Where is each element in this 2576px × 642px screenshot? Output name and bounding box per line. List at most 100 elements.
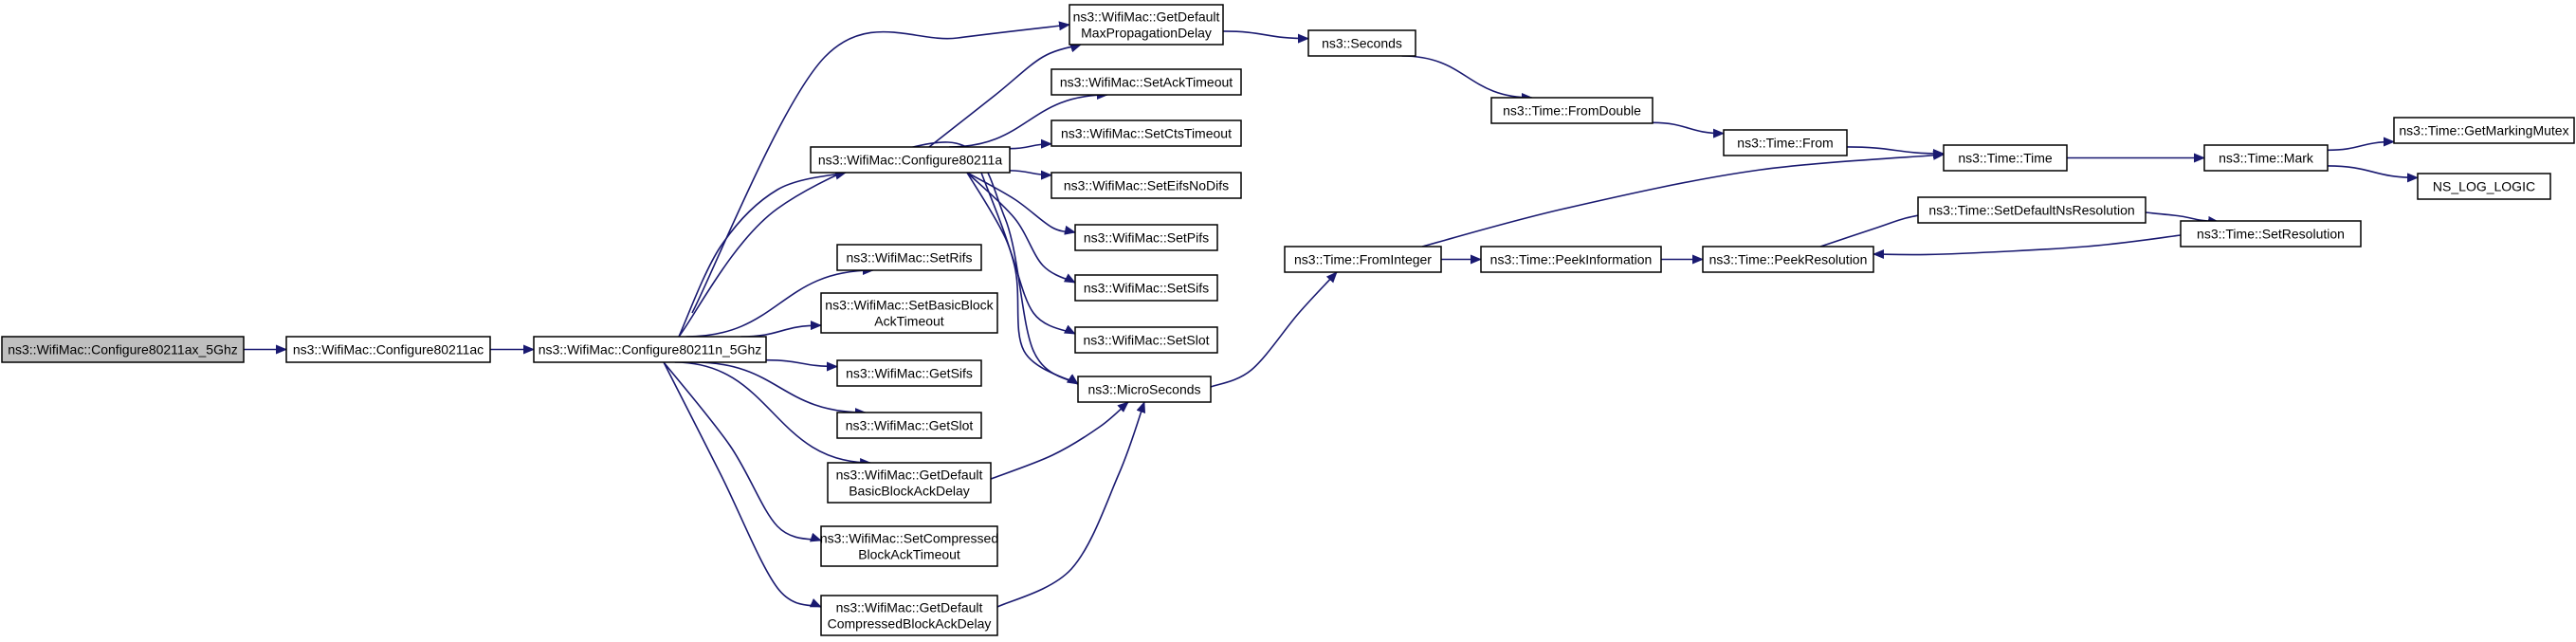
node-label: ns3::WifiMac::Configure80211ac [293, 342, 484, 358]
edge-getdefaultmaxpropagationdelay-to-seconds [1222, 30, 1309, 44]
node-label: ns3::WifiMac::GetDefault [836, 600, 983, 615]
edge-peekresolution-to-setdefaultnsresolution [1819, 210, 1935, 248]
node-label: ns3::Time::FromDouble [1503, 103, 1641, 119]
node-setctstimeout[interactable]: ns3::WifiMac::SetCtsTimeout [1050, 119, 1242, 147]
node-label: BlockAckTimeout [858, 547, 960, 562]
node-getdefaultmaxpropagationdelay[interactable]: ns3::WifiMac::GetDefaultMaxPropagationDe… [1069, 4, 1224, 46]
node-label: ns3::WifiMac::GetDefault [836, 468, 983, 483]
node-setcompressedblockacktimeout[interactable]: ns3::WifiMac::SetCompressedBlockAckTimeo… [820, 525, 998, 567]
node-from[interactable]: ns3::Time::From [1723, 129, 1848, 156]
node-box [1943, 144, 2068, 172]
node-getslot[interactable]: ns3::WifiMac::GetSlot [836, 412, 982, 439]
node-label: NS_LOG_LOGIC [2433, 179, 2535, 194]
node-getdefaultcompressedblockackdelay[interactable]: ns3::WifiMac::GetDefaultCompressedBlockA… [820, 595, 998, 636]
node-label: ns3::Time::SetResolution [2197, 227, 2345, 242]
edge-configure80211a-to-setctstimeout [1009, 138, 1052, 150]
node-ns_log_logic[interactable]: NS_LOG_LOGIC [2417, 173, 2551, 200]
node-box [2417, 173, 2551, 200]
node-label: ns3::WifiMac::SetBasicBlock [825, 298, 994, 313]
node-label: ns3::WifiMac::Configure80211a [818, 153, 1002, 168]
node-label: ns3::WifiMac::GetSifs [846, 366, 973, 381]
node-setsifs[interactable]: ns3::WifiMac::SetSifs [1074, 274, 1218, 302]
node-frominteger[interactable]: ns3::Time::FromInteger [1284, 246, 1442, 273]
node-box [285, 336, 491, 363]
edge-configure80211n_5ghz-to-setrifs [685, 266, 874, 338]
node-setslot[interactable]: ns3::WifiMac::SetSlot [1074, 326, 1218, 354]
node-getdefaultbasicblockackdelay[interactable]: ns3::WifiMac::GetDefaultBasicBlockAckDel… [827, 462, 992, 504]
node-box [836, 412, 982, 439]
node-microseconds[interactable]: ns3::MicroSeconds [1077, 376, 1212, 403]
node-box [2180, 220, 2362, 248]
node-label: ns3::Seconds [1322, 36, 1402, 51]
node-label: ns3::Time::SetDefaultNsResolution [1928, 203, 2134, 218]
node-seconds[interactable]: ns3::Seconds [1307, 29, 1416, 57]
edge-configure80211n_5ghz-to-getsifs [765, 358, 838, 372]
edge-frominteger-to-time [1421, 150, 1945, 248]
node-label: ns3::WifiMac::SetEifsNoDifs [1064, 178, 1229, 193]
edge-configure80211n_5ghz-to-setbasicblockacktimeout [740, 321, 822, 338]
edge-seconds-to-fromdouble [1401, 55, 1533, 102]
node-box [1077, 376, 1212, 403]
node-label: CompressedBlockAckDelay [828, 616, 992, 632]
edge-configure80211n_5ghz-to-getslot [693, 361, 867, 417]
node-label: ns3::WifiMac::SetSlot [1083, 333, 1209, 348]
node-label: AckTimeout [874, 314, 944, 329]
node-setresolution[interactable]: ns3::Time::SetResolution [2180, 220, 2362, 248]
node-configure80211n_5ghz[interactable]: ns3::WifiMac::Configure80211n_5Ghz [533, 336, 767, 363]
node-label: ns3::Time::Time [1958, 151, 2053, 166]
edges-layer [244, 21, 2419, 608]
edge-mark-to-getmarkingmutex [2327, 137, 2395, 152]
node-getsifs[interactable]: ns3::WifiMac::GetSifs [836, 359, 982, 387]
node-box [1050, 68, 1242, 96]
node-configure80211ac[interactable]: ns3::WifiMac::Configure80211ac [285, 336, 491, 363]
edge-configure80211a-to-setacktimeout [948, 90, 1109, 148]
node-box [1284, 246, 1442, 273]
edge-configure80211a-to-setsifs [966, 172, 1076, 284]
node-configure80211a[interactable]: ns3::WifiMac::Configure80211a [810, 146, 1011, 174]
node-configure80211ax_5ghz[interactable]: ns3::WifiMac::Configure80211ax_5Ghz [1, 336, 245, 363]
node-time[interactable]: ns3::Time::Time [1943, 144, 2068, 172]
node-setdefaultnsresolution[interactable]: ns3::Time::SetDefaultNsResolution [1917, 196, 2147, 224]
edge-configure80211a-to-setslot [966, 172, 1076, 335]
node-setacktimeout[interactable]: ns3::WifiMac::SetAckTimeout [1050, 68, 1242, 96]
node-fromdouble[interactable]: ns3::Time::FromDouble [1490, 97, 1653, 124]
node-label: ns3::MicroSeconds [1087, 382, 1200, 397]
node-label: ns3::WifiMac::SetRifs [846, 250, 972, 266]
node-label: ns3::WifiMac::GetDefault [1073, 9, 1220, 25]
edge-from-to-time [1846, 146, 1945, 159]
edge-configure80211n_5ghz-to-getdefaultbasicblockackdelay [674, 361, 872, 468]
node-box [1069, 4, 1224, 46]
node-box [1074, 274, 1218, 302]
edge-setresolution-to-peekresolution [1873, 234, 2182, 260]
edge-configure80211n_5ghz-to-getdefaultcompressedblockackdelay [663, 361, 822, 608]
node-setpifs[interactable]: ns3::WifiMac::SetPifs [1074, 224, 1218, 251]
node-box [533, 336, 767, 363]
node-mark[interactable]: ns3::Time::Mark [2203, 144, 2329, 172]
node-label: ns3::Time::PeekResolution [1709, 252, 1868, 267]
node-label: BasicBlockAckDelay [849, 484, 970, 499]
node-box [1480, 246, 1662, 273]
node-label: ns3::Time::Mark [2219, 151, 2314, 166]
node-label: ns3::WifiMac::SetSifs [1084, 281, 1209, 296]
edge-configure80211n_5ghz-to-configure80211a [678, 170, 847, 338]
edge-getdefaultcompressedblockackdelay-to-microseconds [996, 401, 1146, 608]
node-seteifsnodifs[interactable]: ns3::WifiMac::SetEifsNoDifs [1050, 172, 1242, 199]
node-box [2393, 117, 2575, 144]
node-label: ns3::WifiMac::SetAckTimeout [1060, 75, 1233, 90]
node-peekinformation[interactable]: ns3::Time::PeekInformation [1480, 246, 1662, 273]
node-label: ns3::Time::PeekInformation [1490, 252, 1653, 267]
node-label: ns3::WifiMac::SetPifs [1084, 230, 1209, 246]
node-setrifs[interactable]: ns3::WifiMac::SetRifs [836, 244, 982, 271]
node-label: MaxPropagationDelay [1081, 26, 1212, 41]
node-label: ns3::Time::GetMarkingMutex [2399, 123, 2568, 138]
node-box [1723, 129, 1848, 156]
edge-configure80211a-to-getdefaultmaxpropagationdelay [928, 43, 1082, 148]
node-peekresolution[interactable]: ns3::Time::PeekResolution [1702, 246, 1874, 273]
edge-mark-to-ns_log_logic [2327, 165, 2419, 183]
node-box [1074, 224, 1218, 251]
node-box [1050, 172, 1242, 199]
node-box [2203, 144, 2329, 172]
node-getmarkingmutex[interactable]: ns3::Time::GetMarkingMutex [2393, 117, 2575, 144]
